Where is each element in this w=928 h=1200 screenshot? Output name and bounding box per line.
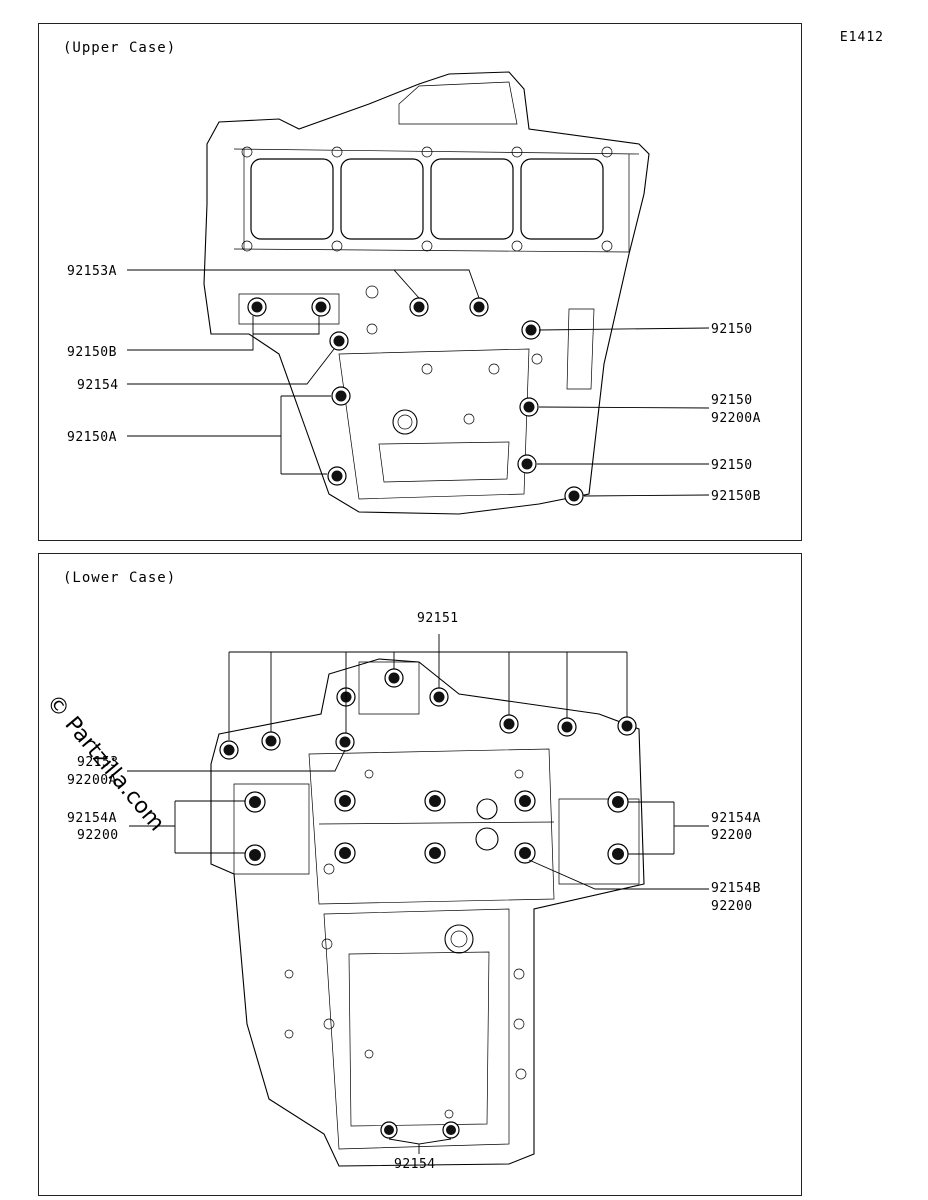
part-label-92150-a: 92150 <box>711 322 753 337</box>
cylinder-bore-3 <box>430 158 514 240</box>
part-label-92150A: 92150A <box>67 430 117 445</box>
bolt <box>424 790 446 812</box>
bolt <box>334 842 356 864</box>
bolt <box>380 1121 398 1139</box>
bolt <box>607 791 629 813</box>
bolt <box>514 790 536 812</box>
part-label-92151: 92151 <box>417 611 459 626</box>
bolt <box>244 791 266 813</box>
upper-case-title: (Upper Case) <box>63 40 177 56</box>
cylinder-bore-4 <box>520 158 604 240</box>
lower-small-holes <box>284 769 527 1119</box>
cylinder-bore-2 <box>340 158 424 240</box>
upper-leader-lines <box>127 269 710 497</box>
bolt <box>442 1121 460 1139</box>
part-label-92200-right-2: 92200 <box>711 899 753 914</box>
part-label-92200-left: 92200 <box>77 828 119 843</box>
lower-case-diagram: 92151 92153 92200A 92154A 92200 92154A 9… <box>67 611 761 1172</box>
part-label-92154: 92154 <box>77 378 119 393</box>
upper-crankcase-drawing <box>203 71 650 515</box>
lower-part-labels: 92151 92153 92200A 92154A 92200 92154A 9… <box>67 611 761 1172</box>
part-label-92153A: 92153A <box>67 264 117 279</box>
lower-crankcase-drawing <box>210 658 645 1167</box>
part-label-92150-c: 92150 <box>711 458 753 473</box>
part-label-92154A-right: 92154A <box>711 811 761 826</box>
part-label-92200-right: 92200 <box>711 828 753 843</box>
bolt <box>519 397 539 417</box>
upper-bolts <box>247 297 584 506</box>
part-label-92154-bottom: 92154 <box>394 1157 436 1172</box>
part-label-92154B: 92154B <box>711 881 761 896</box>
part-label-92153: 92153 <box>77 755 119 770</box>
lower-case-panel: (Lower Case) <box>38 553 802 1196</box>
bolt <box>429 687 449 707</box>
bolt <box>517 454 537 474</box>
bolt <box>244 844 266 866</box>
bolt <box>557 717 577 737</box>
part-label-92200A: 92200A <box>67 773 117 788</box>
bolt <box>384 668 404 688</box>
bottom-leader <box>388 1138 452 1154</box>
bolt <box>607 843 629 865</box>
bolt <box>424 842 446 864</box>
lower-leader-lines <box>127 634 709 890</box>
bolt <box>331 386 351 406</box>
part-label-92150B-right: 92150B <box>711 489 761 504</box>
bolt <box>247 297 267 317</box>
bolt <box>521 320 541 340</box>
bolt <box>514 842 536 864</box>
bolt <box>334 790 356 812</box>
upper-case-diagram: 92153A 92150B 92154 92150A 92150 92150 9… <box>67 71 761 515</box>
bolt <box>335 732 355 752</box>
bolt <box>327 466 347 486</box>
cylinder-bore-1 <box>250 158 334 240</box>
part-label-92150B-left: 92150B <box>67 345 117 360</box>
part-label-92200A: 92200A <box>711 411 761 426</box>
bolt <box>261 731 281 751</box>
lower-case-title: (Lower Case) <box>63 570 177 586</box>
bore-bolt-holes <box>241 146 613 252</box>
bolt <box>329 331 349 351</box>
part-label-92150-b: 92150 <box>711 393 753 408</box>
bolt <box>564 486 584 506</box>
upper-case-panel: (Upper Case) <box>38 23 802 541</box>
bolt <box>617 716 637 736</box>
bolt <box>219 740 239 760</box>
bolt <box>311 297 331 317</box>
diagram-code: E1412 <box>839 30 884 45</box>
bolt <box>469 297 489 317</box>
lower-bolts <box>219 668 637 1139</box>
bolt <box>409 297 429 317</box>
part-label-92154A-left: 92154A <box>67 811 117 826</box>
upper-part-labels: 92153A 92150B 92154 92150A 92150 92150 9… <box>67 264 761 504</box>
bolt <box>499 714 519 734</box>
